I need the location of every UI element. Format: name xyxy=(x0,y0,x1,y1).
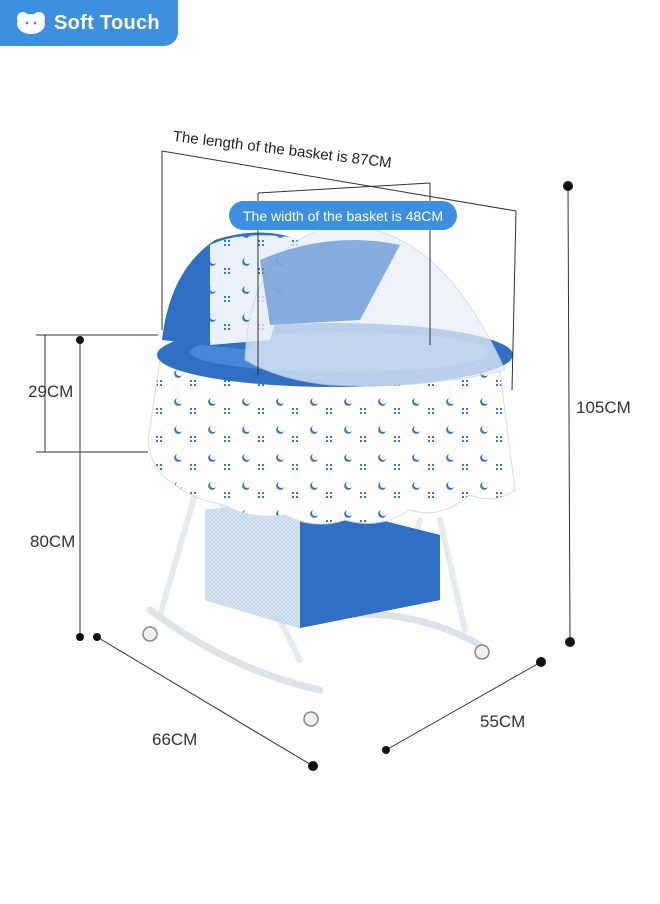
basket-width-label: The width of the basket is 48CM xyxy=(229,201,457,230)
storage-basket xyxy=(205,500,440,628)
ruffle-skirt xyxy=(147,359,516,525)
total-height-label: 105CM xyxy=(576,398,631,417)
basket-depth-label: 29CM xyxy=(28,382,74,401)
elephant-logo-icon xyxy=(17,12,45,34)
brand-badge: Soft Touch xyxy=(0,0,178,46)
depth-footprint-label: 55CM xyxy=(480,712,526,731)
brand-name: Soft Touch xyxy=(54,11,160,34)
length-footprint-label: 66CM xyxy=(152,730,198,749)
basket-height-label: 80CM xyxy=(30,532,76,551)
casters-icon xyxy=(142,626,490,727)
